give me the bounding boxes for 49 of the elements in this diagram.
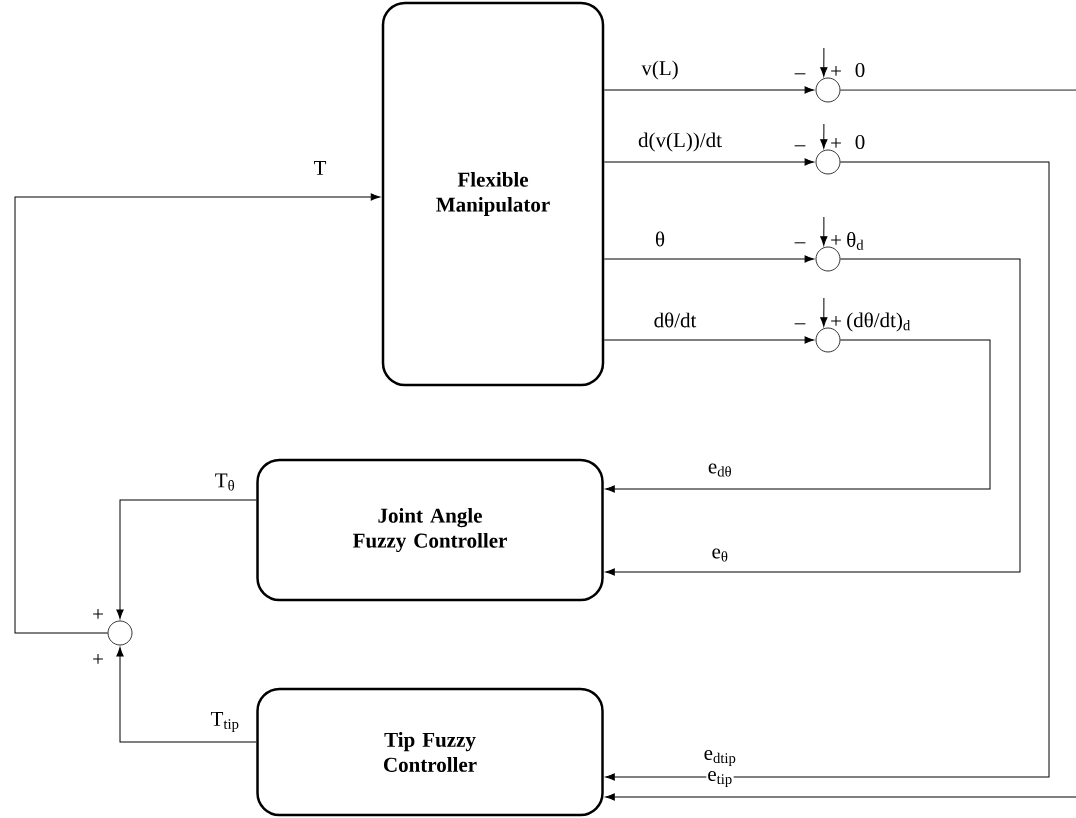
signal-label: +: [831, 66, 841, 76]
signal-label: +: [93, 609, 103, 619]
edge-label: θ: [654, 230, 667, 248]
summing-junction: [815, 149, 841, 175]
edge-label: dθ/dt: [652, 311, 698, 329]
signal-label: +: [93, 654, 103, 664]
signal-arrow: [603, 86, 814, 94]
signal-arrow: [605, 339, 991, 493]
edge-label: v(L): [640, 59, 680, 81]
signal-label: +: [831, 316, 841, 326]
signal-arrow: [605, 258, 1021, 576]
signal-label: –: [794, 145, 806, 147]
signal-arrow: [603, 255, 814, 263]
signal-arrow: [14, 193, 381, 634]
block-box: Tip Fuzzy Controller: [256, 687, 604, 817]
signal-arrow: [820, 216, 828, 246]
signal-label: (dθ/dt)$_{d}$: [847, 312, 911, 332]
edge-label: d(v(L))/dt: [637, 131, 723, 153]
edge-label: e$_{dtip}$: [702, 748, 738, 768]
edge-label: T$_{tip}$: [209, 711, 241, 733]
signal-label: 0: [855, 62, 865, 78]
edge-label: e$_{dθ}$: [706, 462, 734, 478]
edge-label: e$_{θ}$: [710, 547, 730, 563]
block-box: Flexible Manipulator: [381, 1, 605, 387]
signal-label: –: [794, 242, 806, 244]
signal-arrow: [603, 158, 814, 166]
summing-junction: [815, 327, 841, 353]
signal-arrow: [116, 499, 257, 619]
summing-junction: [815, 77, 841, 103]
signal-label: –: [794, 73, 806, 75]
block-box: Joint Angle Fuzzy Controller: [256, 458, 604, 602]
signal-line: [839, 89, 1076, 91]
signal-label: 0: [855, 134, 865, 150]
summing-junction: [815, 246, 841, 272]
signal-arrow: [605, 793, 1076, 801]
signal-arrow: [820, 297, 828, 327]
edge-label: T: [312, 160, 328, 176]
signal-arrow: [603, 336, 814, 344]
summing-junction: [107, 620, 133, 646]
signal-arrow: [820, 47, 828, 77]
signal-label: +: [831, 235, 841, 245]
signal-label: θ$_{d}$: [847, 232, 864, 250]
edge-label: T$_{θ}$: [213, 472, 237, 492]
signal-arrow: [605, 161, 1050, 781]
signal-label: –: [794, 323, 806, 325]
signal-arrow: [820, 123, 828, 149]
signal-arrow: [116, 647, 257, 743]
edge-label: e$_{tip}$: [706, 769, 734, 789]
signal-label: +: [831, 138, 841, 148]
